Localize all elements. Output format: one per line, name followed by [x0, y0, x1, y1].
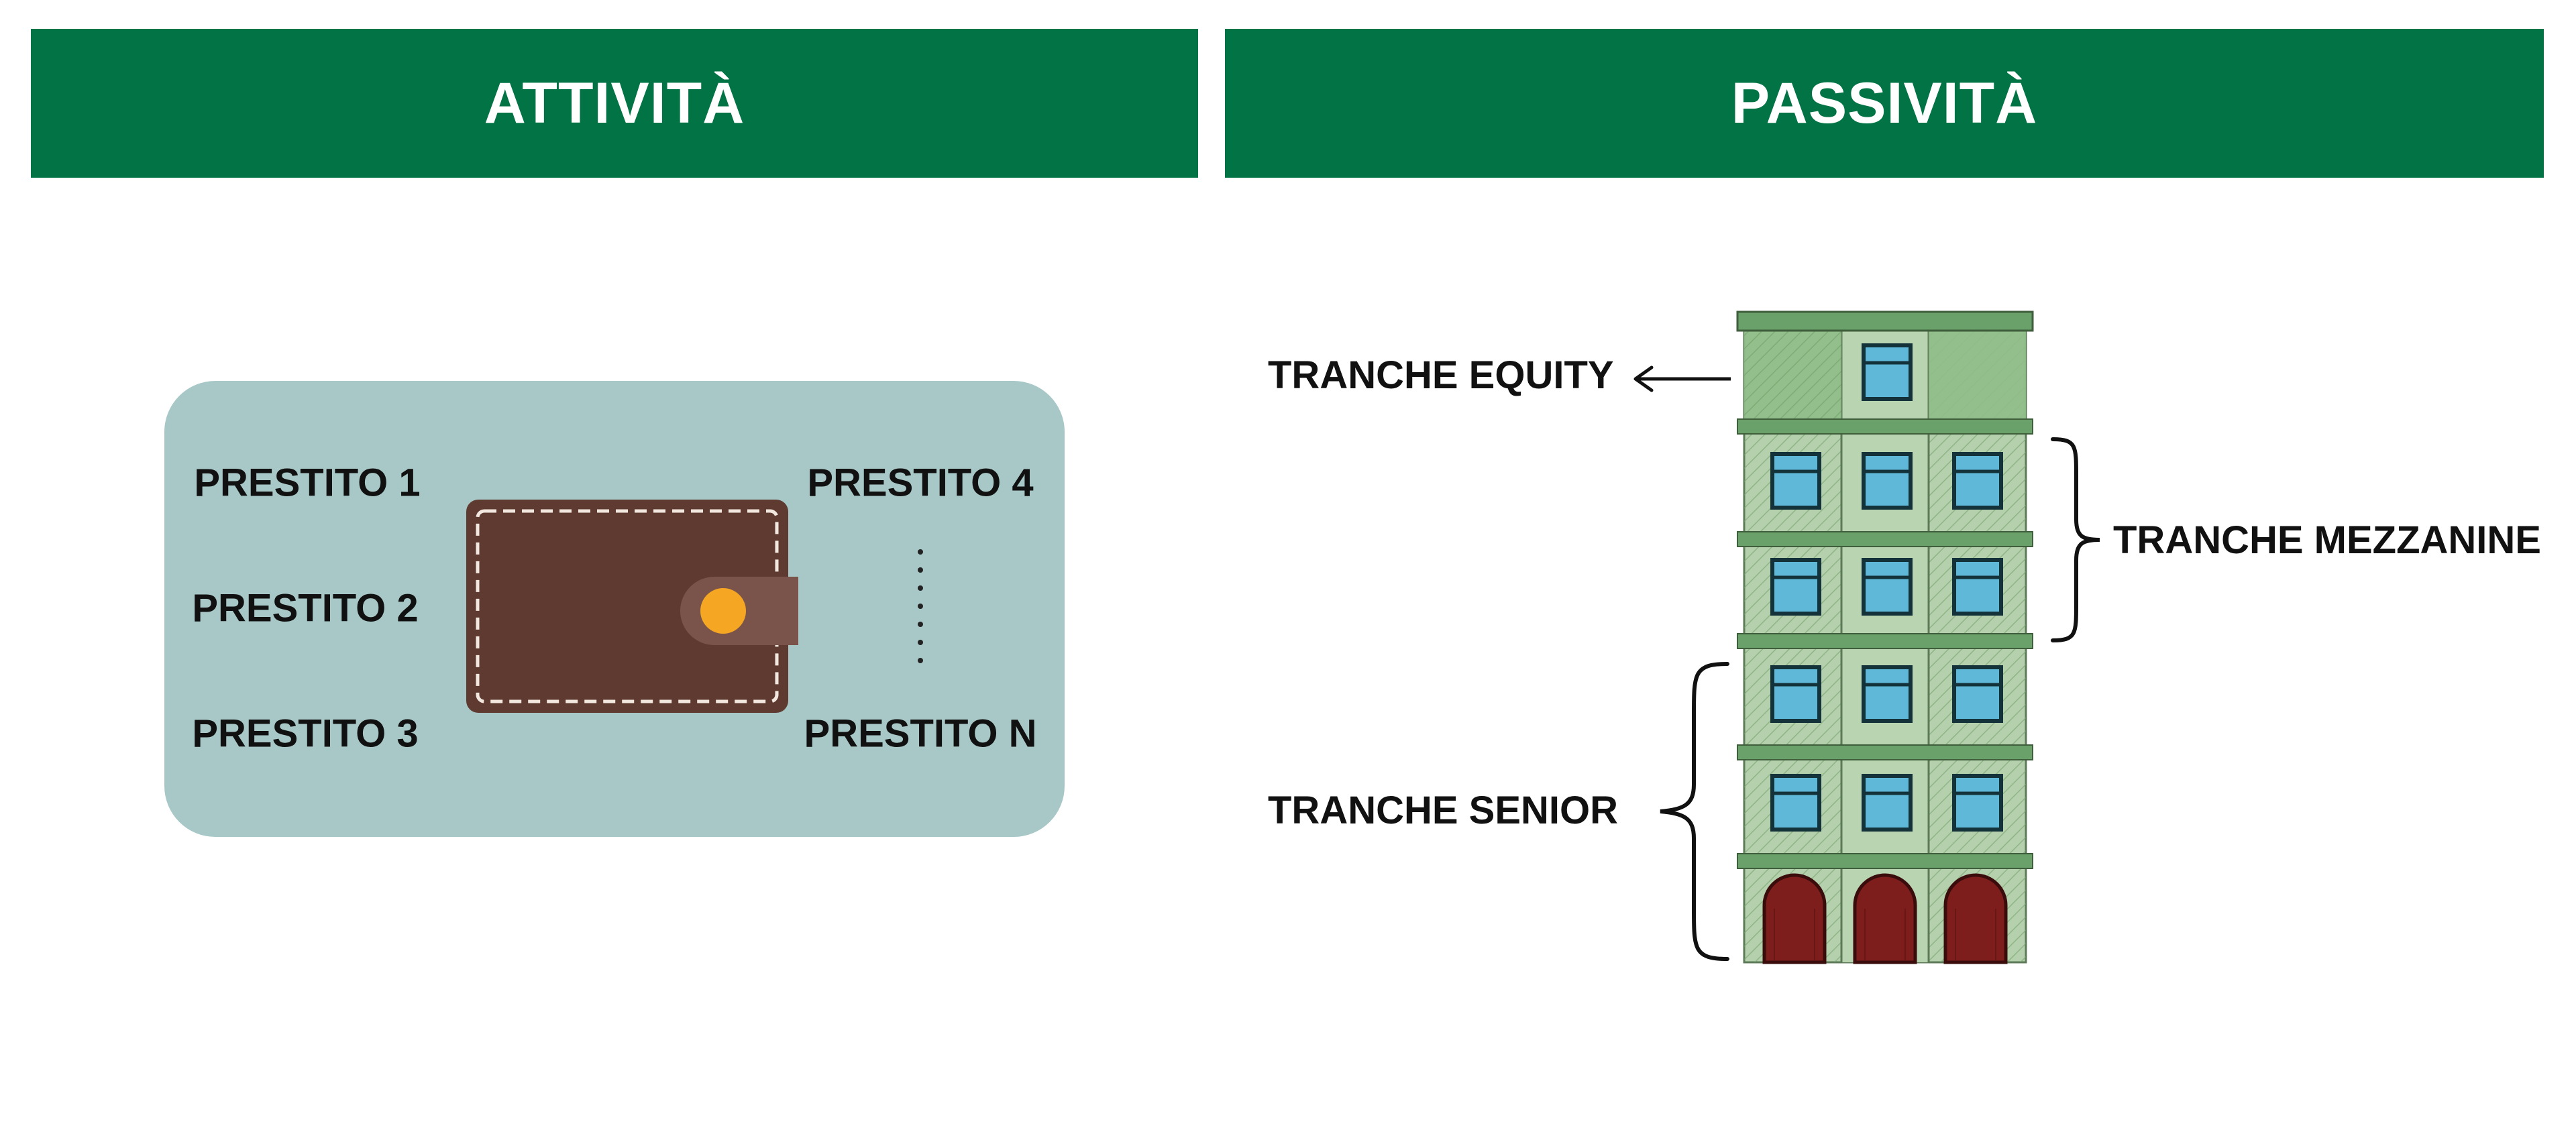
- loan-label-2: PRESTITO 2: [192, 586, 419, 630]
- wallet-icon: [466, 500, 798, 713]
- building-icon: [1736, 310, 2034, 964]
- loan-label-1: PRESTITO 1: [194, 461, 421, 505]
- liabilities-header: PASSIVITÀ: [1225, 29, 2544, 178]
- senior-brace-icon: [1660, 662, 1729, 961]
- mezzanine-brace-icon: [2051, 437, 2100, 642]
- tranche-equity-label: TRANCHE EQUITY: [1268, 353, 1614, 397]
- liabilities-header-title: PASSIVITÀ: [1731, 70, 2038, 135]
- loan-label-4: PRESTITO 4: [807, 461, 1034, 505]
- left-arrow-icon: [1633, 365, 1731, 392]
- loan-label-3: PRESTITO 3: [192, 712, 419, 756]
- tranche-senior-label: TRANCHE SENIOR: [1268, 789, 1619, 832]
- tranche-mezzanine-label: TRANCHE MEZZANINE: [2113, 518, 2541, 562]
- assets-header-title: ATTIVITÀ: [484, 70, 745, 135]
- loan-label-n: PRESTITO N: [804, 712, 1037, 756]
- vertical-ellipsis-icon: [918, 549, 923, 663]
- assets-header: ATTIVITÀ: [31, 29, 1198, 178]
